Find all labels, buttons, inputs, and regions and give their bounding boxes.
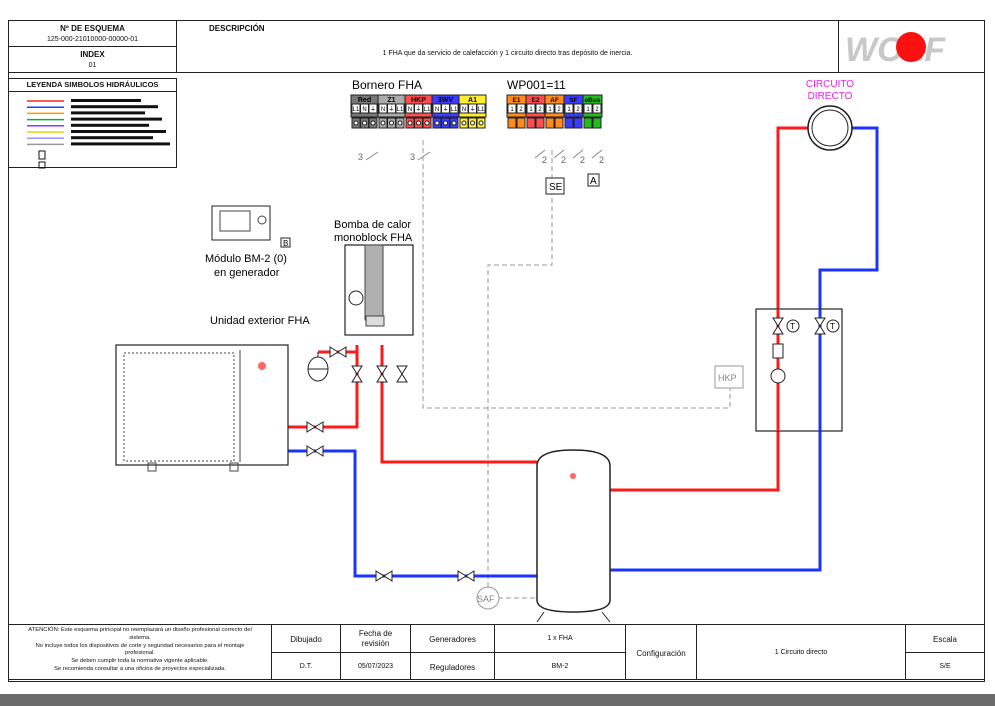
date-label-2: revisión xyxy=(361,639,390,648)
scheme-number: 125-000-21010000-00000-01 xyxy=(46,36,139,43)
warning-line: sistema. xyxy=(129,634,151,641)
scale-label-cell: Escala xyxy=(905,624,985,653)
scale-label: Escala xyxy=(932,635,957,644)
regulators-value: BM-2 xyxy=(551,663,569,670)
window-bottom-bar xyxy=(0,694,995,706)
index-value: 01 xyxy=(88,62,97,69)
description-text: 1 FHA que da servicio de calefacción y 1… xyxy=(382,50,633,57)
warning-text: ATENCIÓN: Este esquema principal no reem… xyxy=(9,627,271,674)
generators-label: Generadores xyxy=(429,635,476,644)
drawn-label: Dibujado xyxy=(290,635,322,644)
legend-text-bar xyxy=(71,99,141,102)
date-label-cell: Fecha de revisión xyxy=(340,624,411,653)
config-value: 1 Circuito directo xyxy=(774,649,828,656)
scale-value-cell: S/E xyxy=(905,652,985,680)
description-label: DESCRIPCIÓN xyxy=(209,24,265,33)
config-value-cell: 1 Circuito directo xyxy=(696,624,906,680)
generators-value: 1 x FHA xyxy=(547,635,573,642)
date-label-1: Fecha de xyxy=(358,629,393,638)
index-label: INDEX xyxy=(80,50,105,59)
warning-line: Se deben cumplir toda la normativa vigen… xyxy=(71,658,209,665)
legend-symbols xyxy=(27,99,170,169)
footer-warning: ATENCIÓN: Este esquema principal no reem… xyxy=(8,624,272,680)
legend-text-bar xyxy=(71,117,162,121)
regulators-label-cell: Reguladores xyxy=(410,652,495,680)
scale-value: S/E xyxy=(939,663,951,670)
regulators-value-cell: BM-2 xyxy=(494,652,626,680)
date-value-cell: 05/07/2023 xyxy=(340,652,411,680)
generators-value-cell: 1 x FHA xyxy=(494,624,626,653)
legend-box: LEYENDA SIMBOLOS HIDRÁULICOS xyxy=(8,78,177,169)
logo-cell: WOLF xyxy=(838,20,985,73)
wolf-logo-dot xyxy=(896,32,926,62)
wolf-logo: WOLF xyxy=(845,31,946,69)
scheme-number-label: Nº DE ESQUEMA xyxy=(60,24,125,33)
regulators-label: Reguladores xyxy=(429,663,476,672)
warning-line: No incluye todos los dispositivos de cor… xyxy=(35,642,245,649)
legend-text-bar xyxy=(71,130,166,133)
config-label-cell: Configuración xyxy=(625,624,697,680)
warning-line: profesional. xyxy=(125,650,155,657)
index-cell: INDEX 01 xyxy=(8,46,177,73)
drawn-label-cell: Dibujado xyxy=(271,624,341,653)
legend-title: LEYENDA SIMBOLOS HIDRÁULICOS xyxy=(9,79,176,92)
warning-line: ATENCIÓN: Este esquema principal no reem… xyxy=(28,627,252,633)
generators-label-cell: Generadores xyxy=(410,624,495,653)
config-label: Configuración xyxy=(636,649,686,658)
date-value: 05/07/2023 xyxy=(357,663,394,670)
warning-line: Se recomienda consultar a una oficina de… xyxy=(54,665,226,672)
description-cell: DESCRIPCIÓN 1 FHA que da servicio de cal… xyxy=(176,20,839,73)
legend-text-bar xyxy=(71,111,145,115)
legend-text-bar xyxy=(71,105,158,109)
legend-text-bar xyxy=(71,123,149,127)
legend-text-bar xyxy=(71,142,170,146)
drawn-value: D.T. xyxy=(299,663,313,670)
wolf-logo-text: WOLF xyxy=(845,31,946,69)
legend-symbol-box xyxy=(38,150,46,160)
legend-text-bar xyxy=(71,136,153,140)
drawn-value-cell: D.T. xyxy=(271,652,341,680)
legend-symbol-box xyxy=(38,161,46,169)
scheme-number-cell: Nº DE ESQUEMA 125-000-21010000-00000-01 xyxy=(8,20,177,47)
